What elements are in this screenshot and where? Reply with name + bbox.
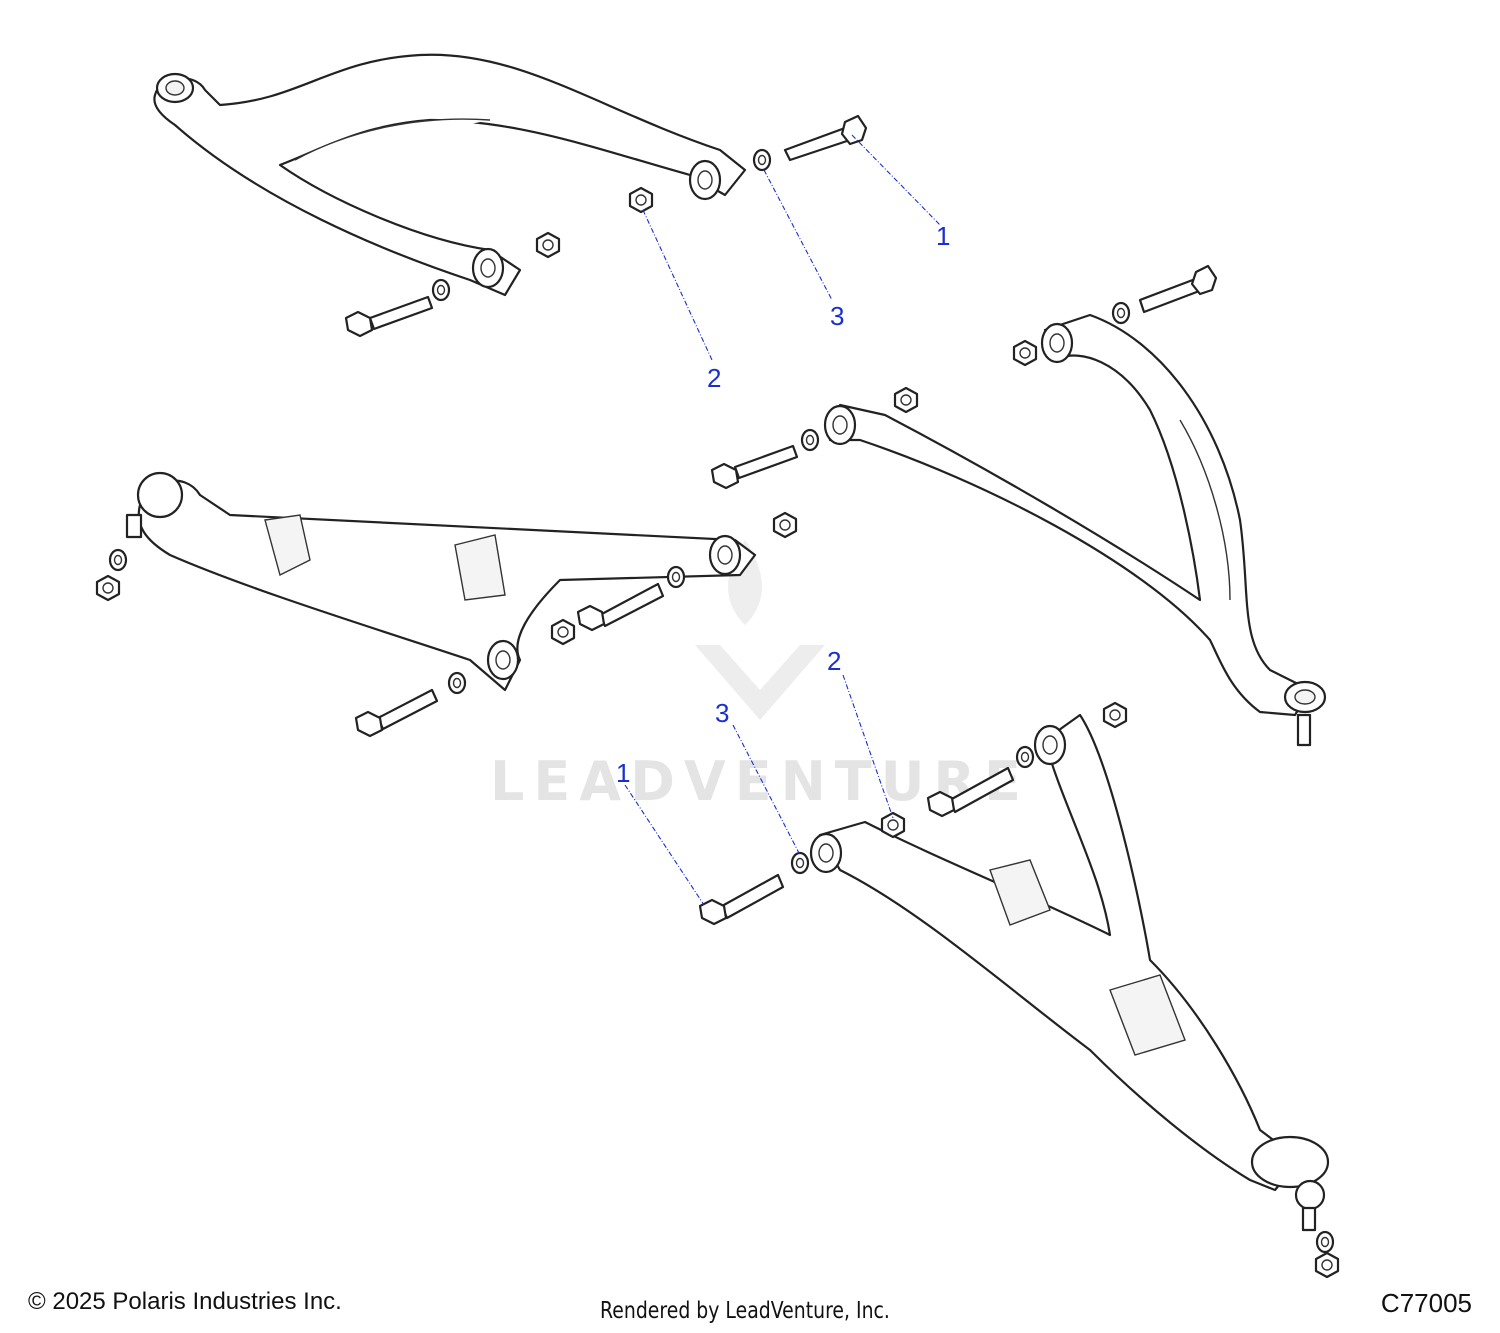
bushing: [1040, 322, 1074, 364]
nut-icon: [550, 618, 576, 646]
bushing: [823, 404, 857, 446]
callout-label-3: 3: [715, 698, 729, 728]
nut-icon: [1102, 701, 1128, 729]
nut-icon: [628, 186, 654, 214]
callout-label-2: 2: [707, 363, 721, 393]
diagram-id: C77005: [1380, 1288, 1472, 1318]
callout-label-1: 1: [616, 758, 630, 788]
bushing: [471, 247, 505, 289]
bolt-icon: [344, 295, 434, 338]
bolt-icon: [698, 873, 785, 926]
bushing: [1033, 724, 1067, 766]
bolt-icon: [576, 582, 665, 632]
bushing: [688, 159, 722, 201]
bolt-icon: [1138, 264, 1218, 314]
bolt-icon: [926, 766, 1015, 818]
rendered-by-notice: Rendered by LeadVenture, Inc.: [600, 1298, 890, 1324]
bolt-icon: [783, 114, 868, 162]
lower-right-control-arm: [818, 713, 1330, 1232]
washer-icon: [108, 548, 128, 572]
washer-icon: [790, 851, 810, 875]
washer-icon: [1015, 745, 1035, 769]
lower-left-control-arm: [125, 471, 757, 692]
washer-icon: [752, 148, 772, 172]
nut-icon: [1012, 339, 1038, 367]
washer-icon: [447, 671, 467, 695]
copyright-notice: © 2025 Polaris Industries Inc.: [28, 1288, 342, 1315]
leadventure-watermark: LEADVENTURE: [490, 540, 1021, 813]
callout-label-2: 2: [827, 646, 841, 676]
bolt-icon: [710, 444, 799, 490]
callout-group-top: 1 3 2: [642, 134, 950, 393]
washer-icon: [800, 428, 820, 452]
callout-group-bottom: 2 3 1: [616, 646, 894, 906]
bushing: [809, 832, 843, 874]
nut-icon: [772, 511, 798, 539]
right-upper-control-arm: [828, 313, 1327, 747]
washer-icon: [431, 278, 451, 302]
bolt-icon: [354, 688, 439, 738]
washer-icon: [1315, 1230, 1335, 1254]
washer-icon: [1111, 301, 1131, 325]
callout-label-3: 3: [830, 301, 844, 331]
nut-icon: [893, 386, 919, 414]
callout-label-1: 1: [936, 221, 950, 251]
nut-icon: [535, 231, 561, 259]
washer-icon: [666, 565, 686, 589]
bushing: [486, 639, 520, 681]
bushing: [708, 534, 742, 576]
nut-icon: [1314, 1251, 1340, 1279]
upper-left-control-arm: [153, 53, 747, 297]
nut-icon: [95, 574, 121, 602]
